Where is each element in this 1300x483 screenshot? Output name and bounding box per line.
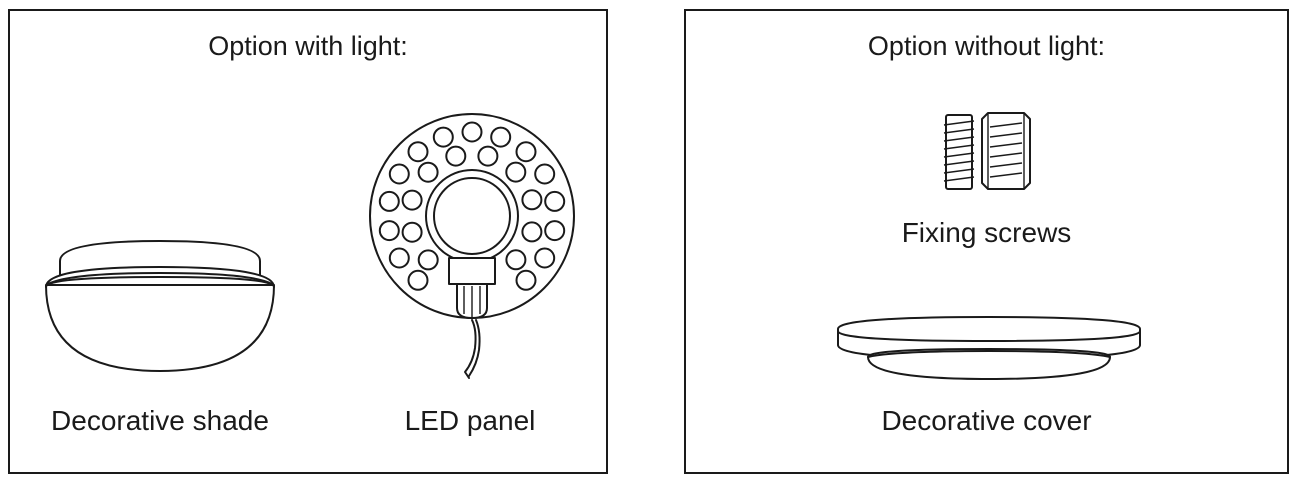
led-dot [505, 249, 527, 271]
led-dot [432, 126, 454, 148]
led-dot [388, 247, 410, 269]
led-dot [477, 145, 499, 167]
led-dot [445, 145, 467, 167]
led-dot [461, 121, 483, 143]
led-dot [378, 190, 400, 212]
led-dot [417, 249, 439, 271]
led-dot [534, 247, 556, 269]
option-with-light-panel: Option with light: Decorative shade LED … [8, 9, 608, 474]
decorative-cover-icon [837, 316, 1141, 380]
led-dot [544, 190, 566, 212]
led-dot [378, 220, 400, 242]
item-label: Fixing screws [901, 217, 1072, 248]
led-dot [407, 269, 429, 291]
option-without-light-panel: Option without light: Fixing screws Deco… [684, 9, 1289, 474]
led-dot [388, 163, 410, 185]
led-dot [521, 189, 543, 211]
led-dot [521, 221, 543, 243]
led-dot [534, 163, 556, 185]
led-dot [407, 141, 429, 163]
led-dot [544, 220, 566, 242]
item-label: Decorative shade [51, 405, 269, 436]
led-dot [505, 161, 527, 183]
led-panel-icon [369, 113, 575, 379]
led-dot [417, 161, 439, 183]
led-dot [515, 269, 537, 291]
panel-title: Option without light: [867, 31, 1106, 61]
item-label: LED panel [404, 405, 536, 436]
led-dot [490, 126, 512, 148]
panel-title: Option with light: [208, 31, 408, 61]
item-label: Decorative cover [881, 405, 1092, 436]
led-dot [401, 221, 423, 243]
led-dot [515, 141, 537, 163]
decorative-shade-icon [45, 240, 275, 372]
led-dot [401, 189, 423, 211]
fixing-screws-icon [943, 112, 1031, 190]
